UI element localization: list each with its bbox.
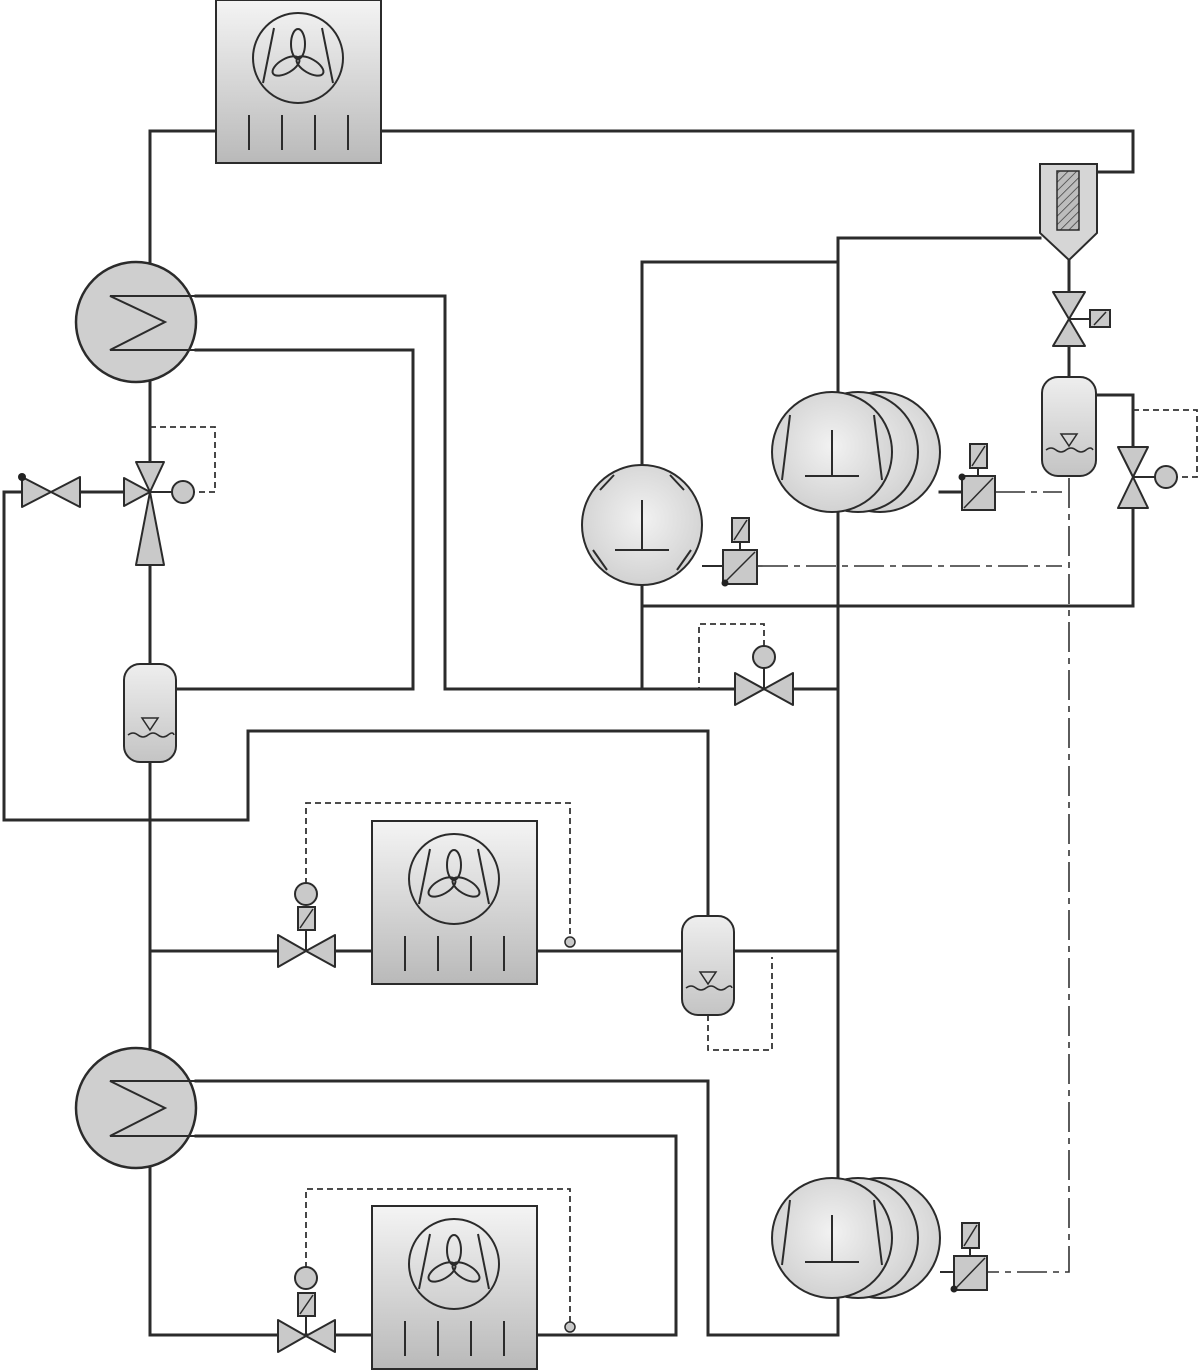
right-three-way-valve[interactable] xyxy=(1117,446,1178,509)
single-compressor xyxy=(581,464,703,586)
actuator-icon xyxy=(171,480,195,504)
bypass-valve[interactable] xyxy=(734,645,794,706)
actuator-icon xyxy=(752,645,776,669)
middle-fan-coil xyxy=(371,820,538,985)
fan-blades-icon xyxy=(418,1233,490,1290)
middle-receiver xyxy=(681,915,735,1016)
left-three-way-valve[interactable] xyxy=(123,461,195,566)
pipe-hx2-out-a xyxy=(194,1079,840,1337)
bottom-expansion-valve[interactable] xyxy=(277,1266,576,1353)
filter-element-icon xyxy=(1056,170,1080,231)
left-hand-valve[interactable] xyxy=(18,473,81,508)
signal-three-way-left xyxy=(150,426,216,493)
fan-blades-icon xyxy=(262,27,334,84)
compressor-solenoid[interactable] xyxy=(702,517,758,587)
valve-handle-icon xyxy=(18,473,26,481)
top-solenoid-valve[interactable] xyxy=(1052,291,1111,347)
pipe-right-top xyxy=(1095,393,1135,449)
pipe-top-header xyxy=(148,129,1135,264)
sensor-point-icon xyxy=(564,1321,576,1333)
bottom-fan-coil xyxy=(371,1205,538,1370)
left-receiver xyxy=(123,663,177,763)
upper-rack-solenoid[interactable] xyxy=(940,443,996,511)
pipe-right-loop xyxy=(640,506,1135,608)
fan-icon xyxy=(408,1218,500,1310)
pipe-left-bypass xyxy=(2,490,710,922)
signal-middle-valve xyxy=(305,802,571,942)
sensor-bulb-icon xyxy=(294,882,318,906)
fan-blades-icon xyxy=(418,848,490,905)
lower-compressor-rack xyxy=(771,1177,941,1299)
pipe-hx1-out-a xyxy=(194,294,840,691)
lower-rack-solenoid[interactable] xyxy=(940,1222,988,1293)
pipe-center-header xyxy=(836,236,1042,1337)
signal-rack-vertical xyxy=(987,478,1070,1273)
signal-bypass xyxy=(698,623,765,689)
sensor-bulb-icon xyxy=(294,1266,318,1290)
signal-bottom-valve xyxy=(305,1188,571,1327)
sensor-point-icon xyxy=(564,936,576,948)
upper-compressor-rack xyxy=(771,391,941,513)
oil-separator xyxy=(1039,163,1098,262)
upper-heat-exchanger xyxy=(74,260,198,384)
right-receiver xyxy=(1041,376,1097,477)
top-fan-coil xyxy=(215,0,382,164)
fan-icon xyxy=(408,833,500,925)
signal-right-three-way xyxy=(1133,409,1198,478)
signal-receiver-mid xyxy=(707,957,773,1051)
lower-heat-exchanger xyxy=(74,1046,198,1170)
actuator-icon xyxy=(1154,465,1178,489)
middle-expansion-valve[interactable] xyxy=(277,882,576,968)
signal-lines xyxy=(150,409,1198,1327)
pipe-hx1-out-b xyxy=(174,348,415,691)
fan-icon xyxy=(252,12,344,104)
